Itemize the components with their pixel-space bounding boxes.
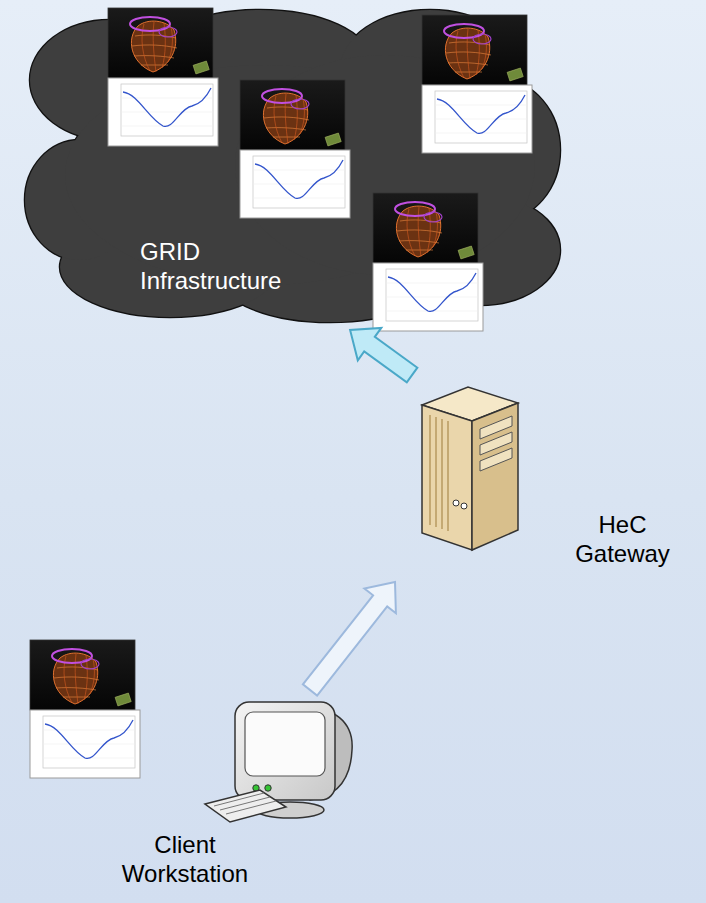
- node-label: Client Workstation: [110, 830, 260, 888]
- server-icon: [422, 387, 518, 550]
- node-label: HeC Gateway: [555, 510, 690, 568]
- node-label: GRID Infrastructure: [140, 237, 310, 295]
- label-block: GRID Infrastructure: [140, 237, 310, 295]
- flow-arrow: [350, 328, 417, 382]
- workstation-node: Client Workstation: [110, 690, 360, 900]
- workstation-icon: [205, 702, 352, 822]
- gateway-node: HeC Gateway: [395, 375, 700, 605]
- cloud-outline: [25, 10, 560, 322]
- cloud-node: GRID Infrastructure: [25, 5, 565, 330]
- label-block: Client Workstation: [110, 830, 260, 888]
- simulation-thumbnail: [30, 640, 140, 778]
- label-block: HeC Gateway: [555, 510, 690, 568]
- flow-arrow: [303, 582, 396, 696]
- node-shape: [25, 5, 565, 330]
- node-shape: [395, 375, 700, 605]
